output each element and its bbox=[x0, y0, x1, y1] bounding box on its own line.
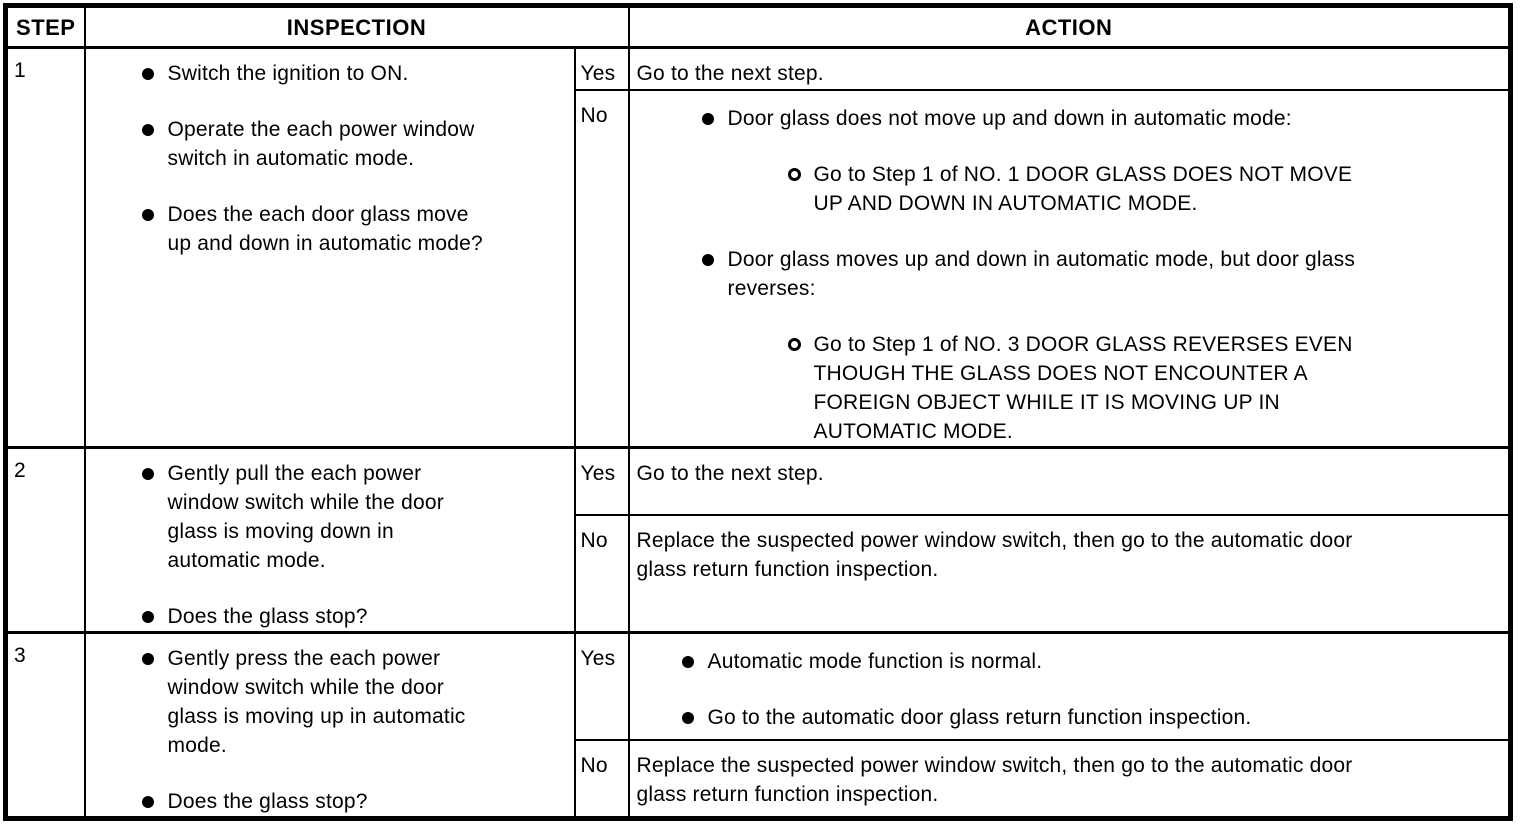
no-label-cell: No bbox=[573, 513, 630, 634]
bullet-icon bbox=[141, 611, 154, 623]
bullet-icon bbox=[681, 712, 694, 724]
action-text: Door glass does not move up and down in … bbox=[727, 106, 1292, 130]
yes-label-cell: Yes bbox=[573, 445, 630, 516]
table-row: 3 Gently press the each power window swi… bbox=[4, 630, 1512, 820]
yes-label-cell: Yes bbox=[573, 630, 630, 741]
inspection-cell: Switch the ignition to ON. Operate the e… bbox=[83, 46, 576, 449]
bullet-icon bbox=[141, 653, 154, 665]
action-text: Go to the automatic door glass return fu… bbox=[707, 706, 1252, 729]
bullet-icon bbox=[681, 656, 694, 668]
bullet-icon bbox=[141, 209, 154, 221]
inspection-text: Gently press the each power window switc… bbox=[167, 647, 466, 757]
action-text: Go to Step 1 of NO. 1 DOOR GLASS DOES NO… bbox=[813, 162, 1353, 215]
inspection-item: Does the each door glass move up and dow… bbox=[141, 200, 560, 258]
action-text: Go to Step 1 of NO. 3 DOOR GLASS REVERSE… bbox=[813, 332, 1353, 443]
table-row: No Replace the suspected power window sw… bbox=[6, 513, 1512, 634]
header-inspection: INSPECTION bbox=[83, 4, 630, 49]
table-row: No Replace the suspected power window sw… bbox=[6, 738, 1512, 820]
action-cell-yes: Go to the next step. bbox=[627, 445, 1512, 516]
inspection-item: Does the glass stop? bbox=[141, 602, 560, 631]
bullet-icon bbox=[141, 468, 154, 480]
open-circle-icon bbox=[787, 167, 801, 181]
action-text: Door glass moves up and down in automati… bbox=[727, 247, 1356, 300]
bullet-icon bbox=[701, 253, 714, 266]
inspection-text: Does the glass stop? bbox=[167, 790, 368, 813]
action-item: Door glass moves up and down in automati… bbox=[701, 245, 1497, 303]
action-cell-yes: Automatic mode function is normal. Go to… bbox=[627, 630, 1512, 741]
action-text: Replace the suspected power window switc… bbox=[636, 528, 1353, 581]
step-number: 3 bbox=[4, 631, 86, 820]
inspection-item: Gently pull the each power window switch… bbox=[141, 459, 560, 575]
no-label-cell: No bbox=[573, 88, 630, 449]
inspection-item: Operate the each power window switch in … bbox=[141, 115, 560, 173]
inspection-cell: Gently pull the each power window switch… bbox=[83, 446, 576, 634]
troubleshooting-table: STEP INSPECTION ACTION 1 Switch the igni… bbox=[3, 3, 1513, 821]
inspection-text: Operate the each power window switch in … bbox=[167, 118, 475, 170]
header-action: ACTION bbox=[627, 4, 1512, 49]
step-number: 2 bbox=[4, 446, 86, 634]
action-cell-no: Replace the suspected power window switc… bbox=[627, 513, 1512, 634]
action-text: Automatic mode function is normal. bbox=[707, 650, 1043, 673]
inspection-item: Does the glass stop? bbox=[141, 787, 560, 816]
action-item: Automatic mode function is normal. bbox=[681, 647, 1497, 676]
open-circle-icon bbox=[787, 337, 801, 351]
action-cell-no: Replace the suspected power window switc… bbox=[627, 738, 1512, 820]
action-cell-yes: Go to the next step. bbox=[627, 46, 1512, 91]
inspection-cell: Gently press the each power window switc… bbox=[83, 631, 576, 820]
table-header-row: STEP INSPECTION ACTION bbox=[4, 4, 1512, 49]
inspection-text: Does the glass stop? bbox=[167, 605, 368, 628]
inspection-text: Does the each door glass move up and dow… bbox=[167, 203, 483, 255]
action-text: Go to the next step. bbox=[636, 62, 824, 85]
inspection-text: Gently pull the each power window switch… bbox=[167, 462, 444, 572]
bullet-icon bbox=[141, 68, 154, 80]
header-step: STEP bbox=[4, 4, 86, 49]
inspection-item: Switch the ignition to ON. bbox=[141, 59, 560, 88]
no-label-cell: No bbox=[573, 738, 630, 820]
inspection-text: Switch the ignition to ON. bbox=[167, 62, 409, 85]
action-text: Replace the suspected power window switc… bbox=[636, 753, 1353, 806]
action-subitem: Go to Step 1 of NO. 1 DOOR GLASS DOES NO… bbox=[787, 160, 1497, 218]
action-item: Door glass does not move up and down in … bbox=[701, 104, 1497, 133]
table-row: No Door glass does not move up and down … bbox=[6, 88, 1512, 449]
table-row: 1 Switch the ignition to ON. Operate the… bbox=[4, 46, 1512, 449]
bullet-icon bbox=[141, 124, 154, 136]
action-text: Go to the next step. bbox=[636, 462, 824, 485]
step-number: 1 bbox=[4, 46, 86, 449]
action-subitem: Go to Step 1 of NO. 3 DOOR GLASS REVERSE… bbox=[787, 330, 1497, 446]
inspection-item: Gently press the each power window switc… bbox=[141, 644, 560, 760]
bullet-icon bbox=[141, 796, 154, 808]
action-cell-no: Door glass does not move up and down in … bbox=[627, 88, 1512, 449]
action-item: Go to the automatic door glass return fu… bbox=[681, 703, 1497, 732]
yes-label-cell: Yes bbox=[573, 46, 630, 91]
bullet-icon bbox=[701, 112, 714, 125]
table-row: 2 Gently pull the each power window swit… bbox=[4, 445, 1512, 634]
